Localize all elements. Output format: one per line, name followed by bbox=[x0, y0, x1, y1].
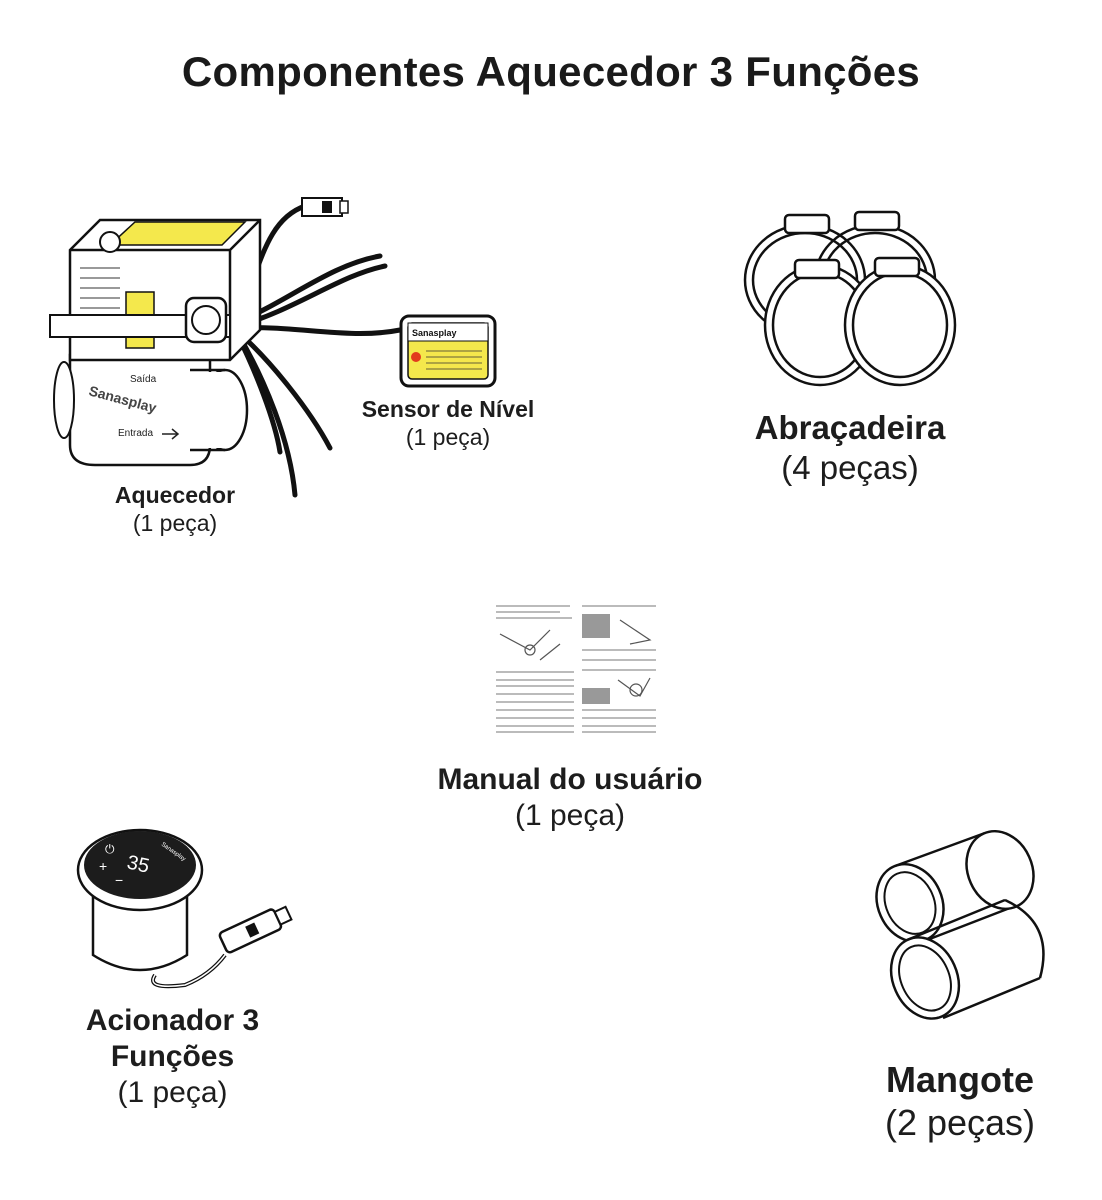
sensor-brand-text: Sanasplay bbox=[412, 328, 457, 338]
clamp-label: Abraçadeira (4 peças) bbox=[720, 408, 980, 487]
trigger-minus-icon: − bbox=[115, 872, 123, 888]
trigger-label: Acionador 3 Funções (1 peça) bbox=[55, 1003, 290, 1111]
heater-entrada-text: Entrada bbox=[118, 428, 153, 439]
hose-sleeves-illustration bbox=[875, 829, 1045, 1020]
heater-qty: (1 peça) bbox=[132, 509, 218, 536]
heater-illustration: Sanasplay Saída Entrada bbox=[49, 197, 403, 498]
level-sensor-name: Sensor de Nível bbox=[361, 396, 535, 422]
manual-name: Manual do usuário bbox=[437, 763, 703, 796]
level-sensor-qty: (1 peça) bbox=[405, 423, 491, 450]
hose-sleeve-name: Mangote bbox=[886, 1059, 1034, 1100]
manual-qty: (1 peça) bbox=[514, 799, 626, 832]
manual-label: Manual do usuário (1 peça) bbox=[420, 762, 720, 834]
trigger-display-text: 35 bbox=[125, 852, 151, 878]
trigger-name-line1: Acionador 3 bbox=[85, 1004, 260, 1037]
clamp-name: Abraçadeira bbox=[754, 409, 946, 446]
heater-name: Aquecedor bbox=[114, 482, 236, 508]
trigger-name-line2: Funções bbox=[110, 1040, 235, 1073]
heater-label: Aquecedor (1 peça) bbox=[75, 482, 275, 537]
clamp-qty: (4 peças) bbox=[781, 448, 919, 486]
level-sensor-label: Sensor de Nível (1 peça) bbox=[338, 396, 558, 451]
hose-sleeve-qty: (2 peças) bbox=[884, 1102, 1036, 1144]
heater-saida-text: Saída bbox=[130, 374, 157, 385]
page-title: Componentes Aquecedor 3 Funções bbox=[181, 48, 921, 95]
clamps-illustration bbox=[743, 210, 957, 387]
hose-sleeve-label: Mangote (2 peças) bbox=[840, 1058, 1080, 1144]
trigger-power-icon: ⏻ bbox=[105, 842, 115, 856]
trigger-plus-icon: + bbox=[99, 858, 107, 874]
trigger-illustration: 35 Sanasplay + − ⏻ bbox=[76, 828, 293, 989]
level-sensor-illustration: Sanasplay bbox=[399, 314, 497, 388]
manual-illustration bbox=[490, 600, 662, 738]
trigger-qty: (1 peça) bbox=[117, 1076, 228, 1109]
